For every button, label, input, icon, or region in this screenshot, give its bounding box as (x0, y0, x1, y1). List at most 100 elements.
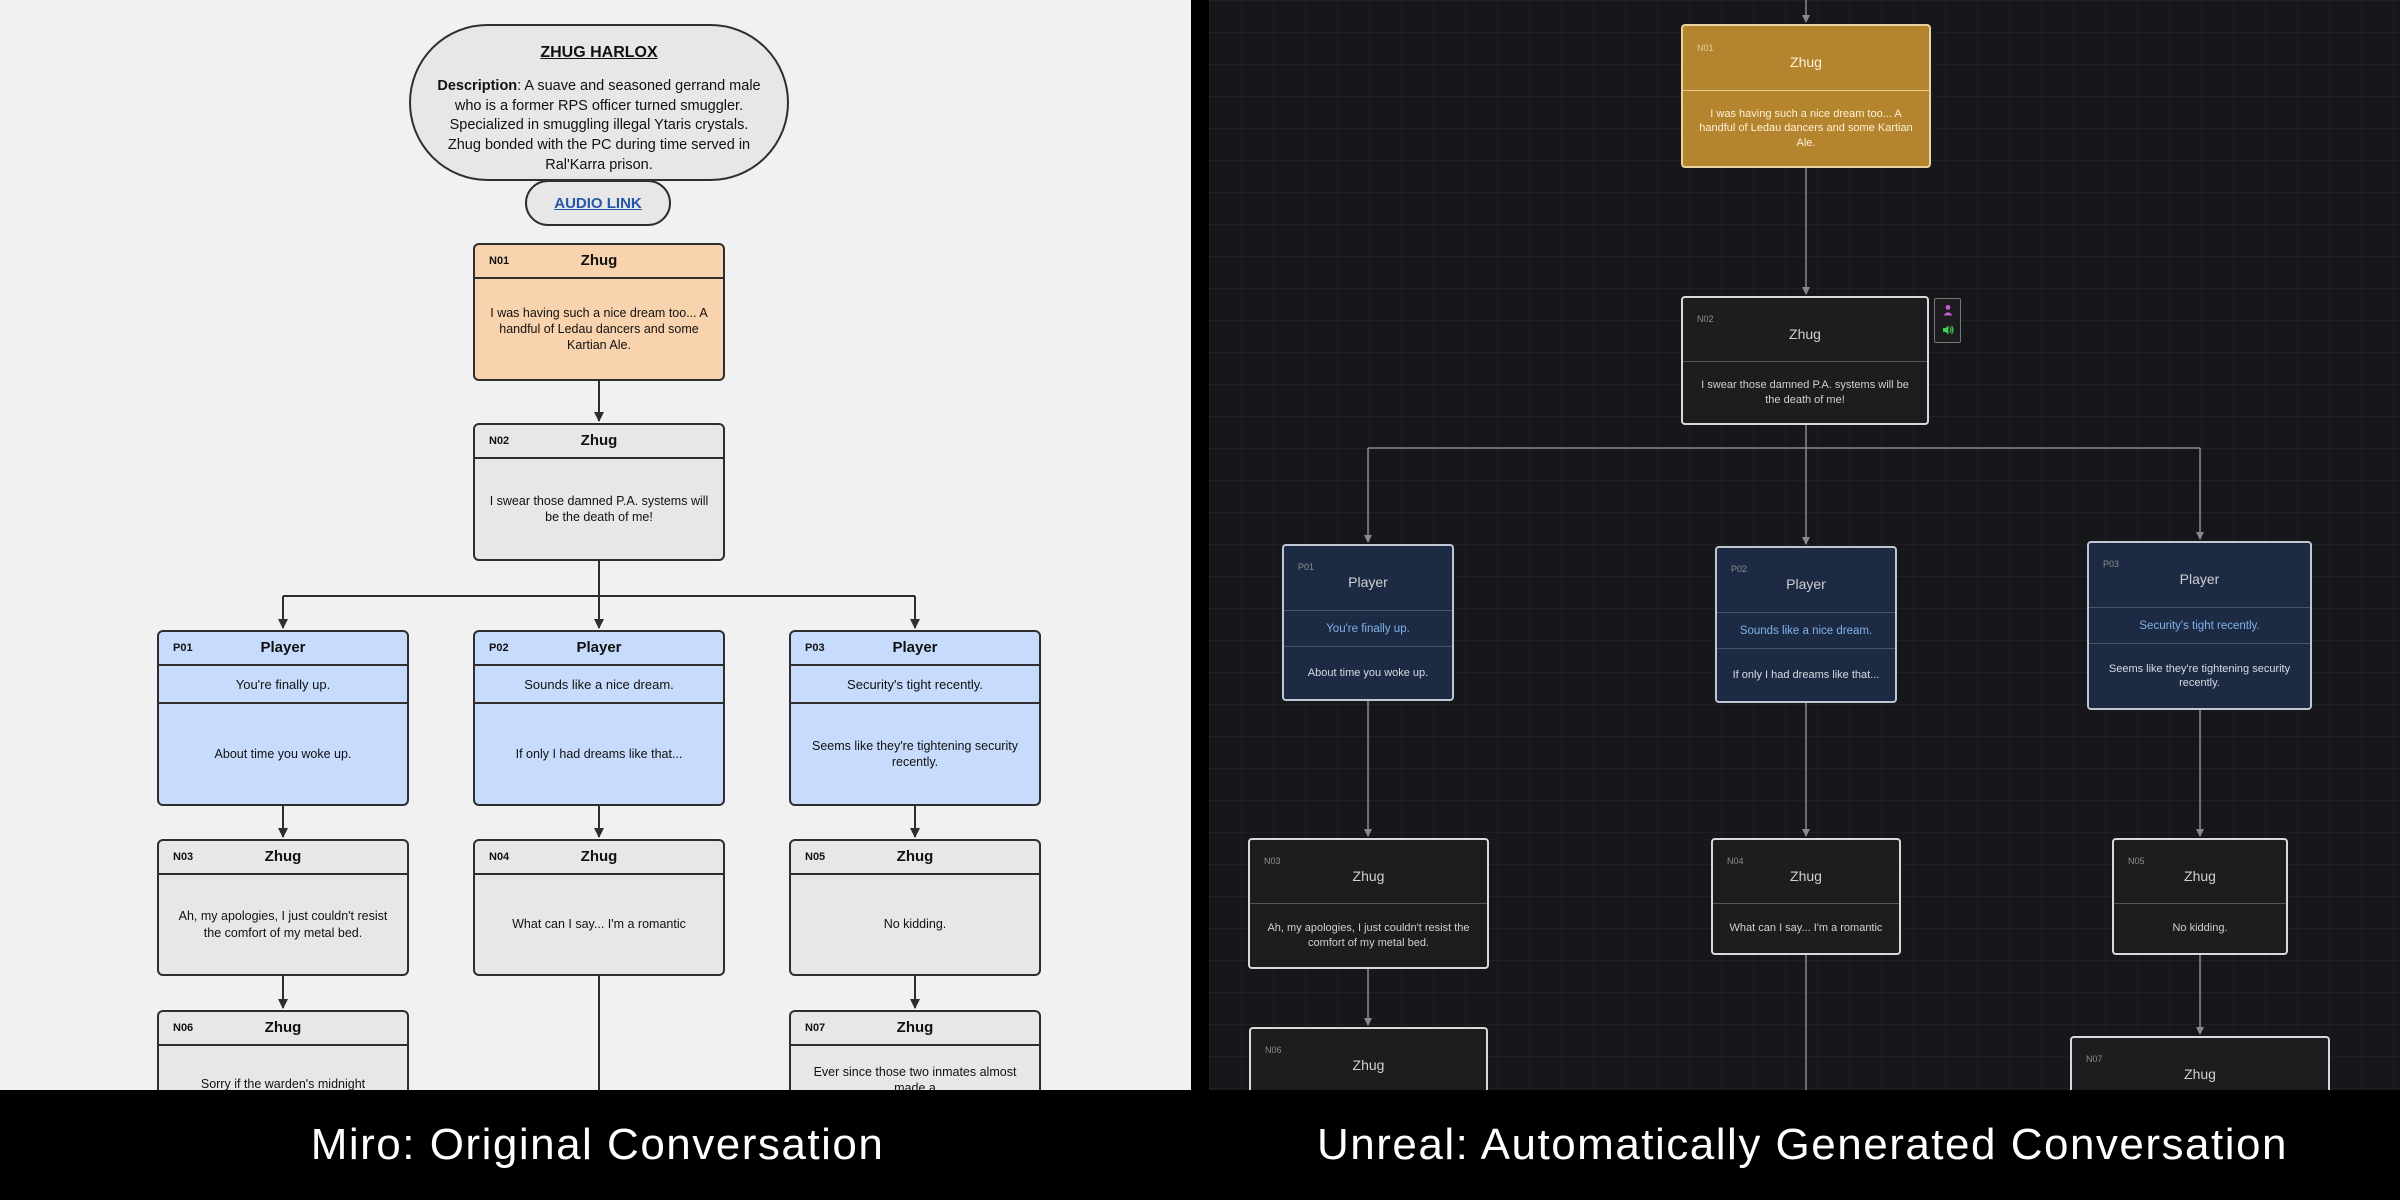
node-text: Seems like they're tightening security r… (812, 738, 1018, 769)
miro-node-n05[interactable]: N05 Zhug No kidding. (789, 839, 1041, 976)
person-icon[interactable] (1942, 304, 1954, 316)
node-text: I was having such a nice dream too... A … (490, 305, 708, 353)
unreal-node-n06[interactable]: N06 Zhug (1249, 1027, 1488, 1090)
node-speaker: Zhug (264, 1019, 302, 1036)
node-header: P01 Player (1284, 546, 1452, 610)
node-text: Ah, my apologies, I just couldn't resist… (178, 909, 388, 940)
node-id: N04 (1727, 856, 1744, 866)
node-id: P02 (489, 642, 509, 654)
node-id: N04 (489, 851, 510, 863)
unreal-node-n01[interactable]: N01 Zhug I was having such a nice dream … (1681, 24, 1931, 168)
node-header: P03 Player (791, 632, 1039, 666)
miro-node-n01[interactable]: N01 Zhug I was having such a nice dream … (473, 243, 725, 381)
node-id: N06 (173, 1022, 194, 1034)
node-choice: You're finally up. (159, 666, 407, 704)
node-id: N05 (805, 851, 826, 863)
node-text: Ever since those two inmates almost made… (813, 1065, 1017, 1090)
node-speaker: Player (2179, 571, 2220, 587)
node-speaker: Player (260, 639, 306, 656)
miro-node-p02[interactable]: P02 Player Sounds like a nice dream. If … (473, 630, 725, 806)
miro-node-n04[interactable]: N04 Zhug What can I say... I'm a romanti… (473, 839, 725, 976)
unreal-node-n03[interactable]: N03 Zhug Ah, my apologies, I just couldn… (1248, 838, 1489, 969)
node-id: N06 (1265, 1045, 1282, 1055)
node-id: P03 (2103, 559, 2120, 569)
miro-node-p03[interactable]: P03 Player Security's tight recently. Se… (789, 630, 1041, 806)
node-header: N05 Zhug (2114, 840, 2286, 903)
node-id: N02 (489, 435, 510, 447)
miro-node-n06[interactable]: N06 Zhug Sorry if the warden's midnight … (157, 1010, 409, 1090)
node-text: If only I had dreams like that... (515, 746, 683, 761)
node-id: N05 (2128, 856, 2145, 866)
node-speaker: Zhug (1352, 1057, 1385, 1073)
unreal-node-n04[interactable]: N04 Zhug What can I say... I'm a romanti… (1711, 838, 1901, 955)
node-header: P03 Player (2089, 543, 2310, 607)
miro-node-p01[interactable]: P01 Player You're finally up. About time… (157, 630, 409, 806)
unreal-panel: N01 Zhug I was having such a nice dream … (1209, 0, 2400, 1090)
node-speaker: Zhug (1790, 868, 1822, 884)
miro-node-n02[interactable]: N02 Zhug I swear those damned P.A. syste… (473, 423, 725, 561)
node-speaker: Zhug (264, 848, 302, 865)
node-header: N01 Zhug (1683, 26, 1929, 90)
node-header: N04 Zhug (1713, 840, 1899, 903)
node-id: P01 (173, 642, 193, 654)
node-header: N07 Zhug (2072, 1038, 2328, 1090)
unreal-node-p01[interactable]: P01 Player You're finally up. About time… (1282, 544, 1454, 701)
unreal-node-p03[interactable]: P03 Player Security's tight recently. Se… (2087, 541, 2312, 710)
node-speaker: Player (1348, 574, 1388, 590)
character-description: Description: A suave and seasoned gerran… (437, 77, 761, 176)
node-header: P02 Player (1717, 548, 1895, 612)
node-header: N07 Zhug (791, 1012, 1039, 1046)
node-header: N01 Zhug (475, 245, 723, 279)
audio-link-pill[interactable]: AUDIO LINK (525, 180, 671, 226)
node-id: P02 (1731, 564, 1748, 574)
miro-panel: ZHUG HARLOX Description: A suave and sea… (0, 0, 1191, 1090)
node-text: I swear those damned P.A. systems will b… (1683, 361, 1927, 423)
node-header: P02 Player (475, 632, 723, 666)
node-speaker: Zhug (1352, 868, 1385, 884)
node-id: N07 (805, 1022, 826, 1034)
node-speaker: Zhug (2184, 868, 2216, 884)
node-speaker: Player (1786, 576, 1826, 592)
node-speaker: Zhug (896, 848, 934, 865)
node-speaker: Zhug (1790, 54, 1822, 70)
node-id: N01 (489, 255, 510, 267)
node-speaker: Zhug (896, 1019, 934, 1036)
node-choice: Sounds like a nice dream. (475, 666, 723, 704)
unreal-node-n02[interactable]: N02 Zhug I swear those damned P.A. syste… (1681, 296, 1929, 425)
node-id: N02 (1697, 314, 1714, 324)
node-speaker: Player (576, 639, 622, 656)
node-header: N03 Zhug (159, 841, 407, 875)
node-text: I was having such a nice dream too... A … (1683, 90, 1929, 166)
node-speaker: Zhug (580, 848, 618, 865)
node-text: About time you woke up. (214, 746, 352, 761)
miro-node-n07[interactable]: N07 Zhug Ever since those two inmates al… (789, 1010, 1041, 1090)
node-choice: Security's tight recently. (2089, 607, 2310, 643)
node-text: Ah, my apologies, I just couldn't resist… (1250, 903, 1487, 967)
unreal-node-n07[interactable]: N07 Zhug (2070, 1036, 2330, 1090)
description-label: Description (437, 78, 518, 94)
node-text: If only I had dreams like that... (1717, 648, 1895, 701)
node-id: P03 (805, 642, 825, 654)
character-name: ZHUG HARLOX (540, 44, 658, 61)
node-text: No kidding. (2114, 903, 2286, 953)
node-speaker: Zhug (1789, 326, 1821, 342)
node-id: N03 (1264, 856, 1281, 866)
miro-node-n03[interactable]: N03 Zhug Ah, my apologies, I just couldn… (157, 839, 409, 976)
unreal-node-n05[interactable]: N05 Zhug No kidding. (2112, 838, 2288, 955)
node-speaker: Zhug (2184, 1066, 2216, 1082)
audio-link[interactable]: AUDIO LINK (554, 194, 642, 212)
speaker-icon[interactable] (1942, 324, 1954, 336)
node-text: What can I say... I'm a romantic (1713, 903, 1899, 953)
node-speaker: Zhug (580, 432, 618, 449)
node-header: N05 Zhug (791, 841, 1039, 875)
node-id: N07 (2086, 1054, 2103, 1064)
node-speaker: Zhug (580, 252, 618, 269)
node-header: N04 Zhug (475, 841, 723, 875)
caption-right: Unreal: Automatically Generated Conversa… (1317, 1120, 2288, 1169)
description-text: : A suave and seasoned gerrand male who … (447, 78, 761, 173)
unreal-node-p02[interactable]: P02 Player Sounds like a nice dream. If … (1715, 546, 1897, 703)
node-header: P01 Player (159, 632, 407, 666)
node-id: N01 (1697, 43, 1714, 53)
node-text: What can I say... I'm a romantic (512, 917, 686, 932)
node-choice: Security's tight recently. (791, 666, 1039, 704)
